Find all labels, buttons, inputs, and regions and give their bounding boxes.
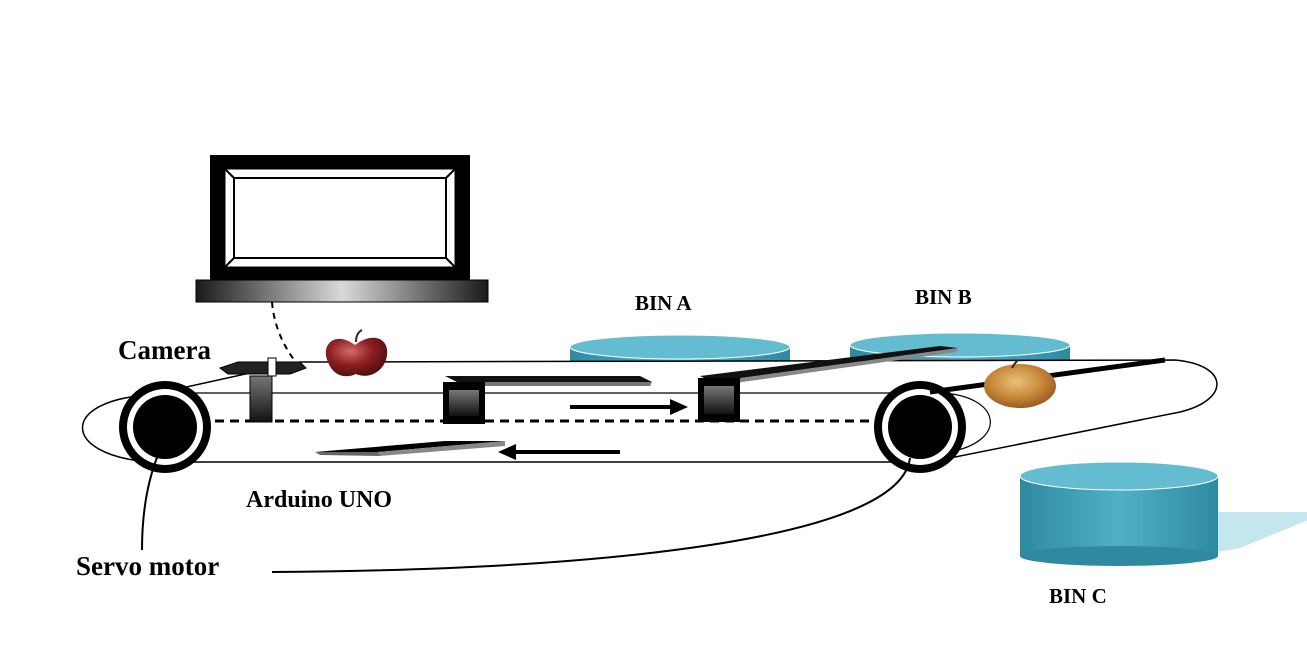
sorting-gate-b bbox=[698, 346, 958, 422]
label-camera: Camera bbox=[118, 335, 211, 365]
sorting-gate-a bbox=[443, 376, 652, 424]
arrow-icon bbox=[570, 399, 688, 415]
arduino-board bbox=[315, 441, 505, 456]
label-bin-a: BIN A bbox=[635, 291, 692, 315]
servo-leader-line bbox=[271, 457, 911, 573]
camera-icon bbox=[218, 357, 307, 423]
apple-icon bbox=[325, 329, 388, 377]
label-bin-b: BIN B bbox=[915, 285, 972, 309]
bin-c bbox=[1019, 461, 1307, 566]
servo-leader-line bbox=[141, 454, 159, 551]
roller-icon bbox=[119, 381, 211, 473]
apple-icon bbox=[984, 359, 1056, 408]
label-servo-motor: Servo motor bbox=[76, 551, 219, 581]
laptop-icon bbox=[195, 155, 489, 303]
label-arduino: Arduino UNO bbox=[246, 487, 392, 513]
roller-icon bbox=[874, 381, 966, 473]
arrow-icon bbox=[498, 444, 620, 460]
label-bin-c: BIN C bbox=[1049, 584, 1107, 608]
